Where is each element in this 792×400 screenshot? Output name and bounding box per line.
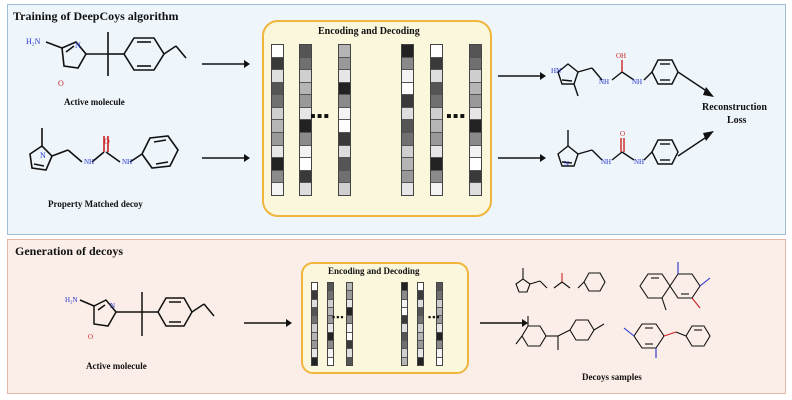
generation-active-molecule-label: Active molecule	[86, 361, 147, 371]
atom-o: O	[58, 79, 64, 88]
gen-atom-n: N	[110, 302, 116, 310]
training-title: Training of DeepCoys algorithm	[13, 9, 179, 23]
gen-latent-column-5	[417, 282, 424, 366]
decoy-samples-label: Decoys samples	[582, 372, 642, 382]
atom-o-recon-2: O	[620, 130, 626, 138]
latent-column-1	[271, 44, 284, 196]
arrow-recon1-to-loss	[677, 71, 714, 97]
atom-n-recon-2: N	[564, 160, 570, 168]
atom-o-carbonyl: O	[104, 137, 110, 146]
arrow-gen-active-to-encoder	[244, 319, 292, 327]
arrow-encoder-to-recon-1	[498, 72, 546, 80]
latent-column-4	[401, 44, 414, 196]
latent-column-2	[299, 44, 312, 196]
arrow-gen-encoder-to-samples	[480, 319, 528, 327]
active-molecule-label: Active molecule	[64, 97, 125, 107]
gen-latent-column-6	[436, 282, 443, 366]
latent-column-5	[430, 44, 443, 196]
arrow-decoy-to-encoder	[202, 154, 250, 162]
atom-n-pyrrole: N	[40, 151, 46, 160]
atom-hn: NH	[122, 158, 133, 166]
gen-latent-column-4	[401, 282, 408, 366]
atom-h2n: H₂N	[26, 37, 41, 46]
encoder-decoder-label: Encoding and Decoding	[318, 26, 420, 37]
reconstruction-loss-label-2: Loss	[727, 115, 747, 126]
generation-title: Generation of decoys	[15, 244, 123, 258]
ellipsis-right: ▪▪▪	[446, 108, 467, 125]
gen-ellipsis-right: ▪▪▪	[428, 312, 441, 322]
gen-ellipsis-left: ▪▪▪	[332, 312, 345, 322]
atom-n: N	[75, 41, 81, 50]
decoy-molecule-structure	[29, 128, 179, 171]
gen-atom-h2n: H₂N	[65, 296, 78, 304]
decoy-molecule-label: Property Matched decoy	[48, 199, 143, 209]
reconstructed-decoy-structure	[557, 130, 679, 167]
decoy-sample-3-structure	[515, 316, 605, 350]
generation-active-molecule-structure	[79, 292, 215, 336]
atom-nh-recon-2: NH	[632, 78, 643, 86]
atom-oh-recon: OH	[616, 52, 627, 60]
atom-nh-recon-3: NH	[601, 158, 612, 166]
arrow-encoder-to-recon-2	[498, 154, 546, 162]
atom-nh-recon-1: NH	[599, 78, 610, 86]
arrow-recon2-to-loss	[677, 131, 714, 157]
atom-hn-recon: HN	[551, 67, 562, 75]
gen-latent-column-1	[311, 282, 318, 366]
ellipsis-left: ▪▪▪	[310, 108, 331, 125]
latent-column-6	[469, 44, 482, 196]
reconstruction-loss-label-1: Reconstruction	[702, 102, 767, 113]
arrow-active-to-encoder	[202, 60, 250, 68]
atom-nh: NH	[84, 158, 95, 166]
generation-encoder-decoder-label: Encoding and Decoding	[328, 266, 420, 276]
atom-nh-recon-4: NH	[634, 158, 645, 166]
decoy-sample-4-structure	[623, 323, 711, 358]
gen-latent-column-3	[346, 282, 353, 366]
active-molecule-structure	[45, 32, 187, 76]
gen-atom-o: O	[88, 333, 94, 341]
latent-column-3	[338, 44, 351, 196]
decoy-sample-2-structure	[639, 262, 711, 311]
decoy-sample-1-structure	[515, 268, 606, 293]
gen-latent-column-2	[327, 282, 334, 366]
